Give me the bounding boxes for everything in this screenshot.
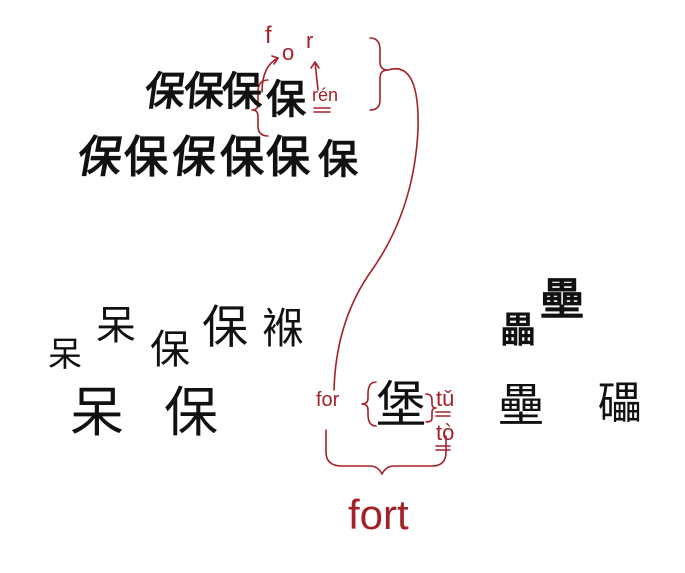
glyph-dai-seal-1: 呆 (48, 335, 82, 375)
label-for-side: for (316, 389, 340, 411)
glyph-row1-2: 保 (182, 68, 226, 115)
label-ren: rén (312, 85, 339, 105)
brace-fort-left (361, 381, 377, 427)
label-o: o (282, 40, 295, 65)
label-r: r (306, 28, 314, 53)
glyph-lei-regular: 壘 (498, 378, 544, 432)
brace-fort-right (425, 393, 437, 423)
glyph-bao-seal-2: 保 (202, 300, 248, 354)
glyph-bao-seal-1: 保 (150, 327, 190, 373)
glyph-dai-seal-2: 呆 (96, 303, 136, 349)
glyph-row2-3: 保 (169, 132, 219, 183)
glyph-row2-6: 保 (318, 136, 358, 183)
glyph-dai-regular: 呆 (70, 381, 124, 444)
glyph-bao-fort: 堡 (376, 376, 426, 434)
glyph-row1-3: 保 (222, 68, 262, 115)
connector-curve (333, 68, 419, 391)
label-to: tò (436, 420, 455, 445)
glyph-lei-stone: 礧 (598, 378, 642, 429)
brace-fort-bottom (325, 429, 447, 475)
brace-top-right (369, 37, 389, 111)
label-tu: tǔ (436, 386, 455, 411)
label-f: f (265, 22, 272, 49)
arrow-r-head (310, 61, 320, 69)
glyph-bao-regular: 保 (164, 381, 218, 444)
glyph-row1-bracketed: 保 (266, 76, 306, 123)
glyph-row2-5: 保 (266, 132, 310, 183)
glyph-row2-4: 保 (220, 132, 264, 183)
glyph-row2-1: 保 (73, 132, 127, 183)
label-fort: fort (348, 491, 409, 538)
glyph-row1-1: 保 (141, 68, 189, 115)
glyph-row2-2: 保 (124, 132, 168, 183)
arrow-f-head (271, 55, 279, 65)
glyph-bao-seal-3: 褓 (262, 304, 305, 353)
glyph-lei-small: 畾 (500, 309, 537, 351)
glyph-lei-big: 壘 (540, 274, 584, 325)
